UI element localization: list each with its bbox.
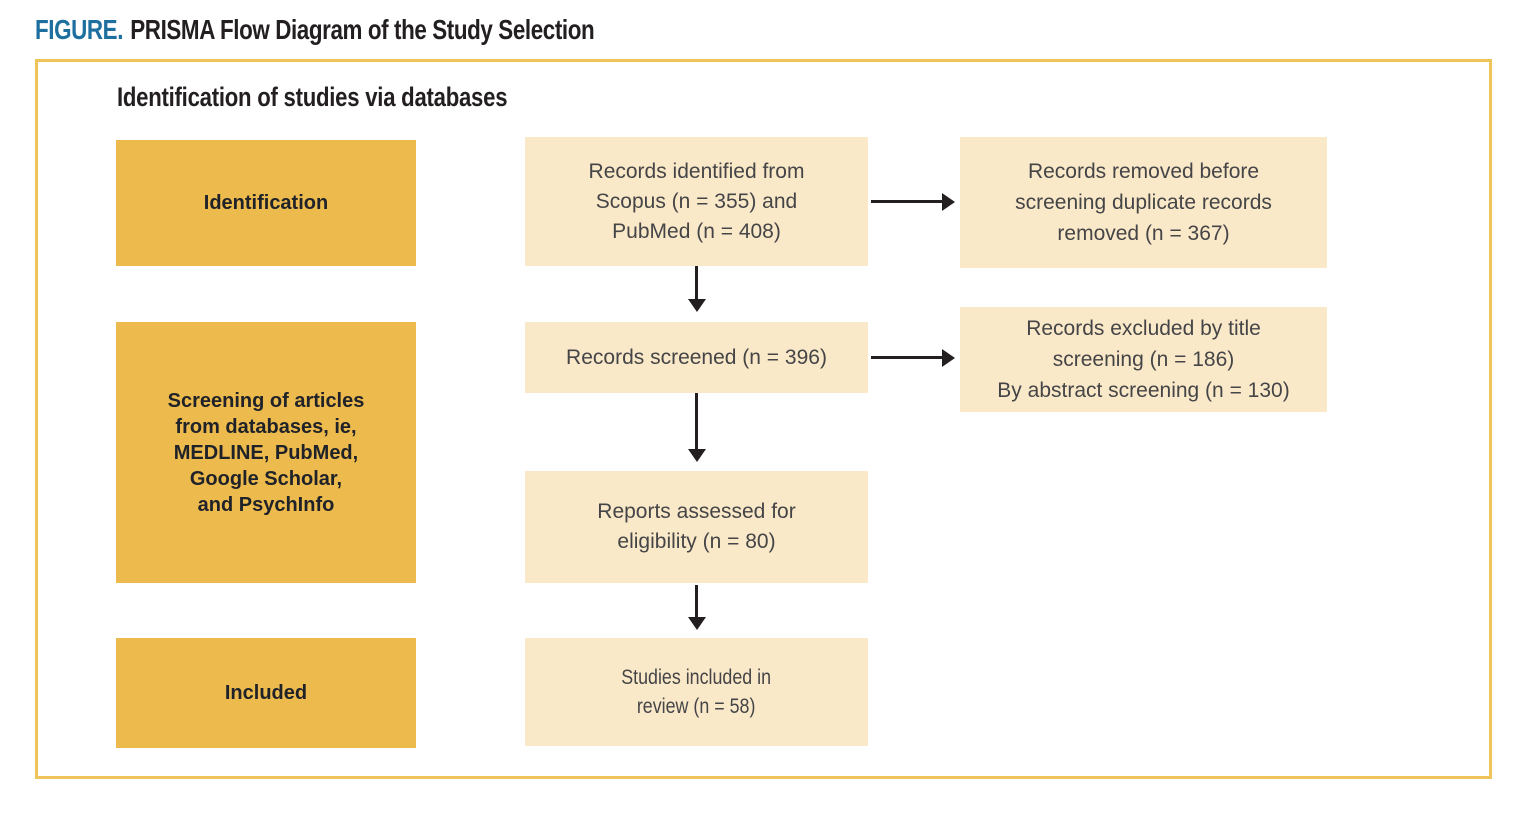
arrow-assessed-to-included	[695, 585, 698, 617]
arrow-screened-to-excluded	[871, 356, 942, 359]
stage-box-screening: Screening of articles from databases, ie…	[116, 322, 416, 583]
figure-label: FIGURE.	[35, 14, 124, 45]
arrow-identified-to-screened	[695, 266, 698, 299]
diagram-heading: Identification of studies via databases	[117, 82, 508, 112]
flow-box-records-identified: Records identified from Scopus (n = 355)…	[525, 137, 868, 266]
figure-title: PRISMA Flow Diagram of the Study Selecti…	[130, 14, 595, 45]
stage-box-identification: Identification	[116, 140, 416, 266]
arrow-identified-to-removed	[871, 200, 942, 203]
exclusion-box-records-excluded: Records excluded by title screening (n =…	[960, 307, 1327, 412]
flow-box-studies-included: Studies included in review (n = 58)	[525, 638, 868, 746]
arrow-screened-to-assessed	[695, 393, 698, 449]
flow-box-records-screened: Records screened (n = 396)	[525, 322, 868, 393]
flow-box-studies-included-text: Studies included in review (n = 58)	[621, 666, 772, 718]
stage-box-included: Included	[116, 638, 416, 748]
exclusion-box-records-removed: Records removed before screening duplica…	[960, 137, 1327, 268]
figure-caption: FIGURE. PRISMA Flow Diagram of the Study…	[35, 14, 595, 46]
diagram-frame: Identification of studies via databases …	[35, 59, 1492, 779]
flow-box-reports-assessed: Reports assessed for eligibility (n = 80…	[525, 471, 868, 583]
